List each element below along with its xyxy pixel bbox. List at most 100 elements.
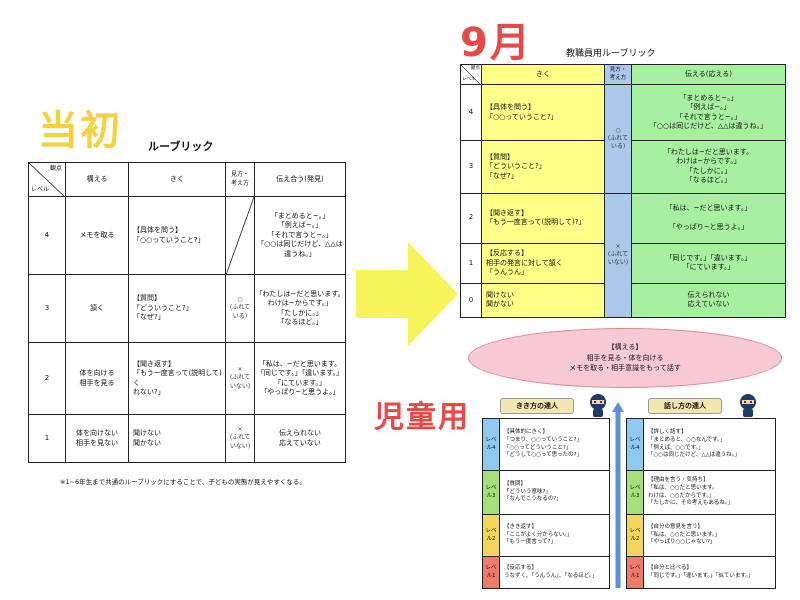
corner-bottom-label: レベル (462, 77, 476, 83)
ninja-character-icon (740, 394, 756, 417)
speak-row-level-2: レベル2 【自分の意見を言う】 「私は、○○だと思います。」 「やっぱり○○じゃ… (626, 514, 776, 557)
kamaeru-line1: 相手を見る・体を向ける (586, 353, 664, 362)
speak-text: 【詳しく話す】 「まとめると、○○なんです。」 「例えば、○○です。」 「○○は… (643, 418, 776, 471)
level-label: レベル4 (626, 418, 644, 471)
level-cell: 3 (28, 274, 66, 343)
kiku-cell: 聞けない 聞かない (128, 414, 226, 463)
speak-rubric-table: レベル4 【詳しく話す】 「まとめると、○○なんです。」 「例えば、○○です。」… (626, 418, 776, 589)
kiku-cell: 聞けない 聞かない (481, 282, 605, 319)
right-row-level-2: 2 【聞き返す】 「もう一度言って(説明して)?」 × (ふれて いない) 「私… (460, 192, 786, 318)
mikata-cell: ○ (ふれて いる) (225, 274, 255, 343)
left-corner-cell: 観点 レベル (28, 162, 66, 197)
tsutae-cell: 「まとめると~。」 「例えば~。」 「それで言うと~。」 「○○は同じだけど、△… (254, 196, 346, 275)
corner-diagonal-line (29, 163, 65, 197)
listen-row-level-2: レベル2 【きき返す】 「ここがよく分からない。」 「もう一度言って?」 (482, 514, 610, 557)
right-row-level-4: 4 【具体を問う】 「○○っていうこと?」 ○ (ふれて いる) 「まとめると~… (460, 84, 786, 194)
left-subtitle: ルーブリック (148, 140, 214, 153)
kamaeru-cell: 頷く (65, 274, 129, 343)
right-rubric-table: 観点 レベル きく 見方・ 考え方 伝える(応える) 4 【具体を問う】 「○○… (460, 63, 786, 319)
child-title: 児童用 (374, 400, 470, 435)
listen-header-label: きき方の達人 (516, 402, 558, 410)
kiku-cell: 【質問】 「どういうこと?」 「なぜ?」 (128, 274, 226, 343)
left-row-level-1: 1 体を向けない 相手を見ない 聞けない 聞かない × (ふれて いない) 伝え… (28, 414, 346, 463)
level-cell: 4 (460, 84, 482, 142)
corner-top-label: 観点 (471, 66, 480, 71)
left-row-level-4: 4 メモを取る 【具体を問う】 「○○っていうこと?」 「まとめると~。」 「例… (28, 196, 346, 275)
listen-text: 【反応する】 うなずく、「うんうん」、「なるほど。」 (499, 556, 610, 589)
level-label: レベル1 (482, 556, 500, 589)
level-label: レベル1 (626, 556, 644, 589)
speak-text: 【理由を言う・気持ち】 「私は、○○だと思います。 わけは、○○だからです。」 … (643, 470, 776, 515)
level-cell: 2 (460, 192, 482, 244)
speak-text: 【自分と比べる】 「同じです。」「違います。」「似ています。」 (643, 556, 776, 589)
kamaeru-cell: 体を向ける 相手を見る (65, 342, 129, 415)
kamaeru-cell: メモを取る (65, 196, 129, 275)
speak-header-label: 話し方の達人 (664, 402, 706, 410)
kamaeru-line2: メモを取る・相手意識をもって話す (569, 364, 681, 373)
header-kamaeru: 構える (65, 162, 129, 197)
listen-text: 【具体的にきく】 「つまり、○○っていうこと?」 「○○ってどういうこと?」 「… (499, 418, 610, 471)
level-label: レベル3 (626, 470, 644, 515)
listen-row-level-3: レベル3 【質問】 「どういう意味?」 「なんでこうなるの?」 (482, 470, 610, 515)
header-mikata: 見方・ 考え方 (604, 63, 632, 86)
listen-text: 【きき返す】 「ここがよく分からない。」 「もう一度言って?」 (499, 514, 610, 557)
tsutae-cell: 伝えられない 応えていない (254, 414, 346, 463)
mikata-cell: × (ふれて いない) (225, 342, 255, 415)
left-row-level-3: 3 頷く 【質問】 「どういうこと?」 「なぜ?」 ○ (ふれて いる) 「わた… (28, 274, 346, 343)
right-title: 9月 (460, 20, 532, 66)
tsutae-cell: 「私は、~だと思います。 「同じです。」「違います。」 「にています。」 「やっ… (254, 342, 346, 415)
level-cell: 3 (460, 140, 482, 194)
transition-arrow-icon (356, 242, 458, 346)
kiku-cell: 【聞き返す】 「もう一度言って(説明して)?」 (481, 192, 605, 244)
speak-row-level-1: レベル1 【自分と比べる】 「同じです。」「違います。」「似ています。」 (626, 556, 776, 589)
listen-text: 【質問】 「どういう意味?」 「なんでこうなるの?」 (499, 470, 610, 515)
corner-diagonal-line (461, 65, 481, 85)
tsutae-cell: 伝えられない 応えていない (631, 282, 786, 319)
kiku-cell: 【聞き返す】 「もう一度言って(説明して)く れない?」 (128, 342, 226, 415)
speak-text: 【自分の意見を言う】 「私は、○○だと思います。」 「やっぱり○○じゃない?」 (643, 514, 776, 557)
tsutae-cell: 「私は、~だと思います。」 「やっぱり~と思うよ。」 (631, 192, 786, 244)
level-cell: 1 (28, 414, 66, 463)
speak-row-level-4: レベル4 【詳しく話す】 「まとめると、○○なんです。」 「例えば、○○です。」… (626, 418, 776, 471)
right-corner-cell: 観点 レベル (460, 63, 482, 86)
mikata-diagonal-line (226, 197, 254, 275)
kiku-cell: 【反応する】 相手の発言に対して頷く 「うんうん」 (481, 242, 605, 284)
right-row-level-0: 0 聞けない 聞かない 伝えられない 応えていない (460, 282, 786, 319)
corner-top-label: 観点 (49, 165, 62, 172)
listen-header-banner: きき方の達人 (500, 398, 574, 414)
kiku-cell: 【具体を問う】 「○○っていうこと?」 (128, 196, 226, 275)
level-cell: 4 (28, 196, 66, 275)
kiku-cell: 【具体を問う】 「○○っていうこと?」 (481, 84, 605, 142)
speak-header-banner: 話し方の達人 (648, 398, 722, 414)
ninja-character-icon (590, 394, 606, 417)
kamaeru-title: 【構える】 (607, 343, 643, 352)
speak-row-level-3: レベル3 【理由を言う・気持ち】 「私は、○○だと思います。 わけは、○○だから… (626, 470, 776, 515)
mikata-cell-positive: ○ (ふれて いる) (604, 84, 632, 194)
corner-bottom-label: レベル (31, 185, 50, 193)
tsutae-cell: 「わたしは~だと思います。 わけは~からです。」 「たしかに。」 「なるほど。」 (631, 140, 786, 194)
mikata-empty-cell (225, 196, 255, 275)
listen-rubric-table: レベル4 【具体的にきく】 「つまり、○○っていうこと?」 「○○ってどういうこ… (482, 418, 610, 589)
left-title: 当初 (38, 108, 122, 154)
tsutae-cell: 「わたしは~だと思います。 わけは~からです。」 「たしかに。」 「なるほど。」 (254, 274, 346, 343)
mikata-cell-negative: × (ふれて いない) (604, 192, 632, 318)
level-label: レベル4 (482, 418, 500, 471)
right-row-level-3: 3 【質問】 「どういうこと?」 「なぜ?」 「わたしは~だと思います。 わけは… (460, 140, 786, 194)
tsutae-cell: 「まとめると~。」 「例えば~。」 「それで言うと~。」 「○○は同じだけど、△… (631, 84, 786, 142)
header-tsutae: 伝える(応える) (631, 63, 786, 86)
level-label: レベル3 (482, 470, 500, 515)
level-cell: 1 (460, 242, 482, 284)
left-footnote: ※1~6年生まで共通のルーブリックにすることで、子どもの実態が見えやすくなる。 (60, 478, 306, 486)
left-rubric-table: 観点 レベル 構える きく 見方・ 考え方 伝え合う(発見) 4 メモを取る 【… (28, 162, 346, 463)
level-label: レベル2 (626, 514, 644, 557)
right-subtitle: 教職員用ルーブリック (566, 49, 656, 59)
header-mikata: 見方・ 考え方 (225, 162, 255, 197)
level-label: レベル2 (482, 514, 500, 557)
kamaeru-cell: 体を向けない 相手を見ない (65, 414, 129, 463)
level-cell: 2 (28, 342, 66, 415)
header-tsutae: 伝え合う(発見) (254, 162, 346, 197)
header-kiku: きく (128, 162, 226, 197)
level-cell: 0 (460, 282, 482, 319)
kiku-cell: 【質問】 「どういうこと?」 「なぜ?」 (481, 140, 605, 194)
mikata-cell: × (ふれて いない) (225, 414, 255, 463)
